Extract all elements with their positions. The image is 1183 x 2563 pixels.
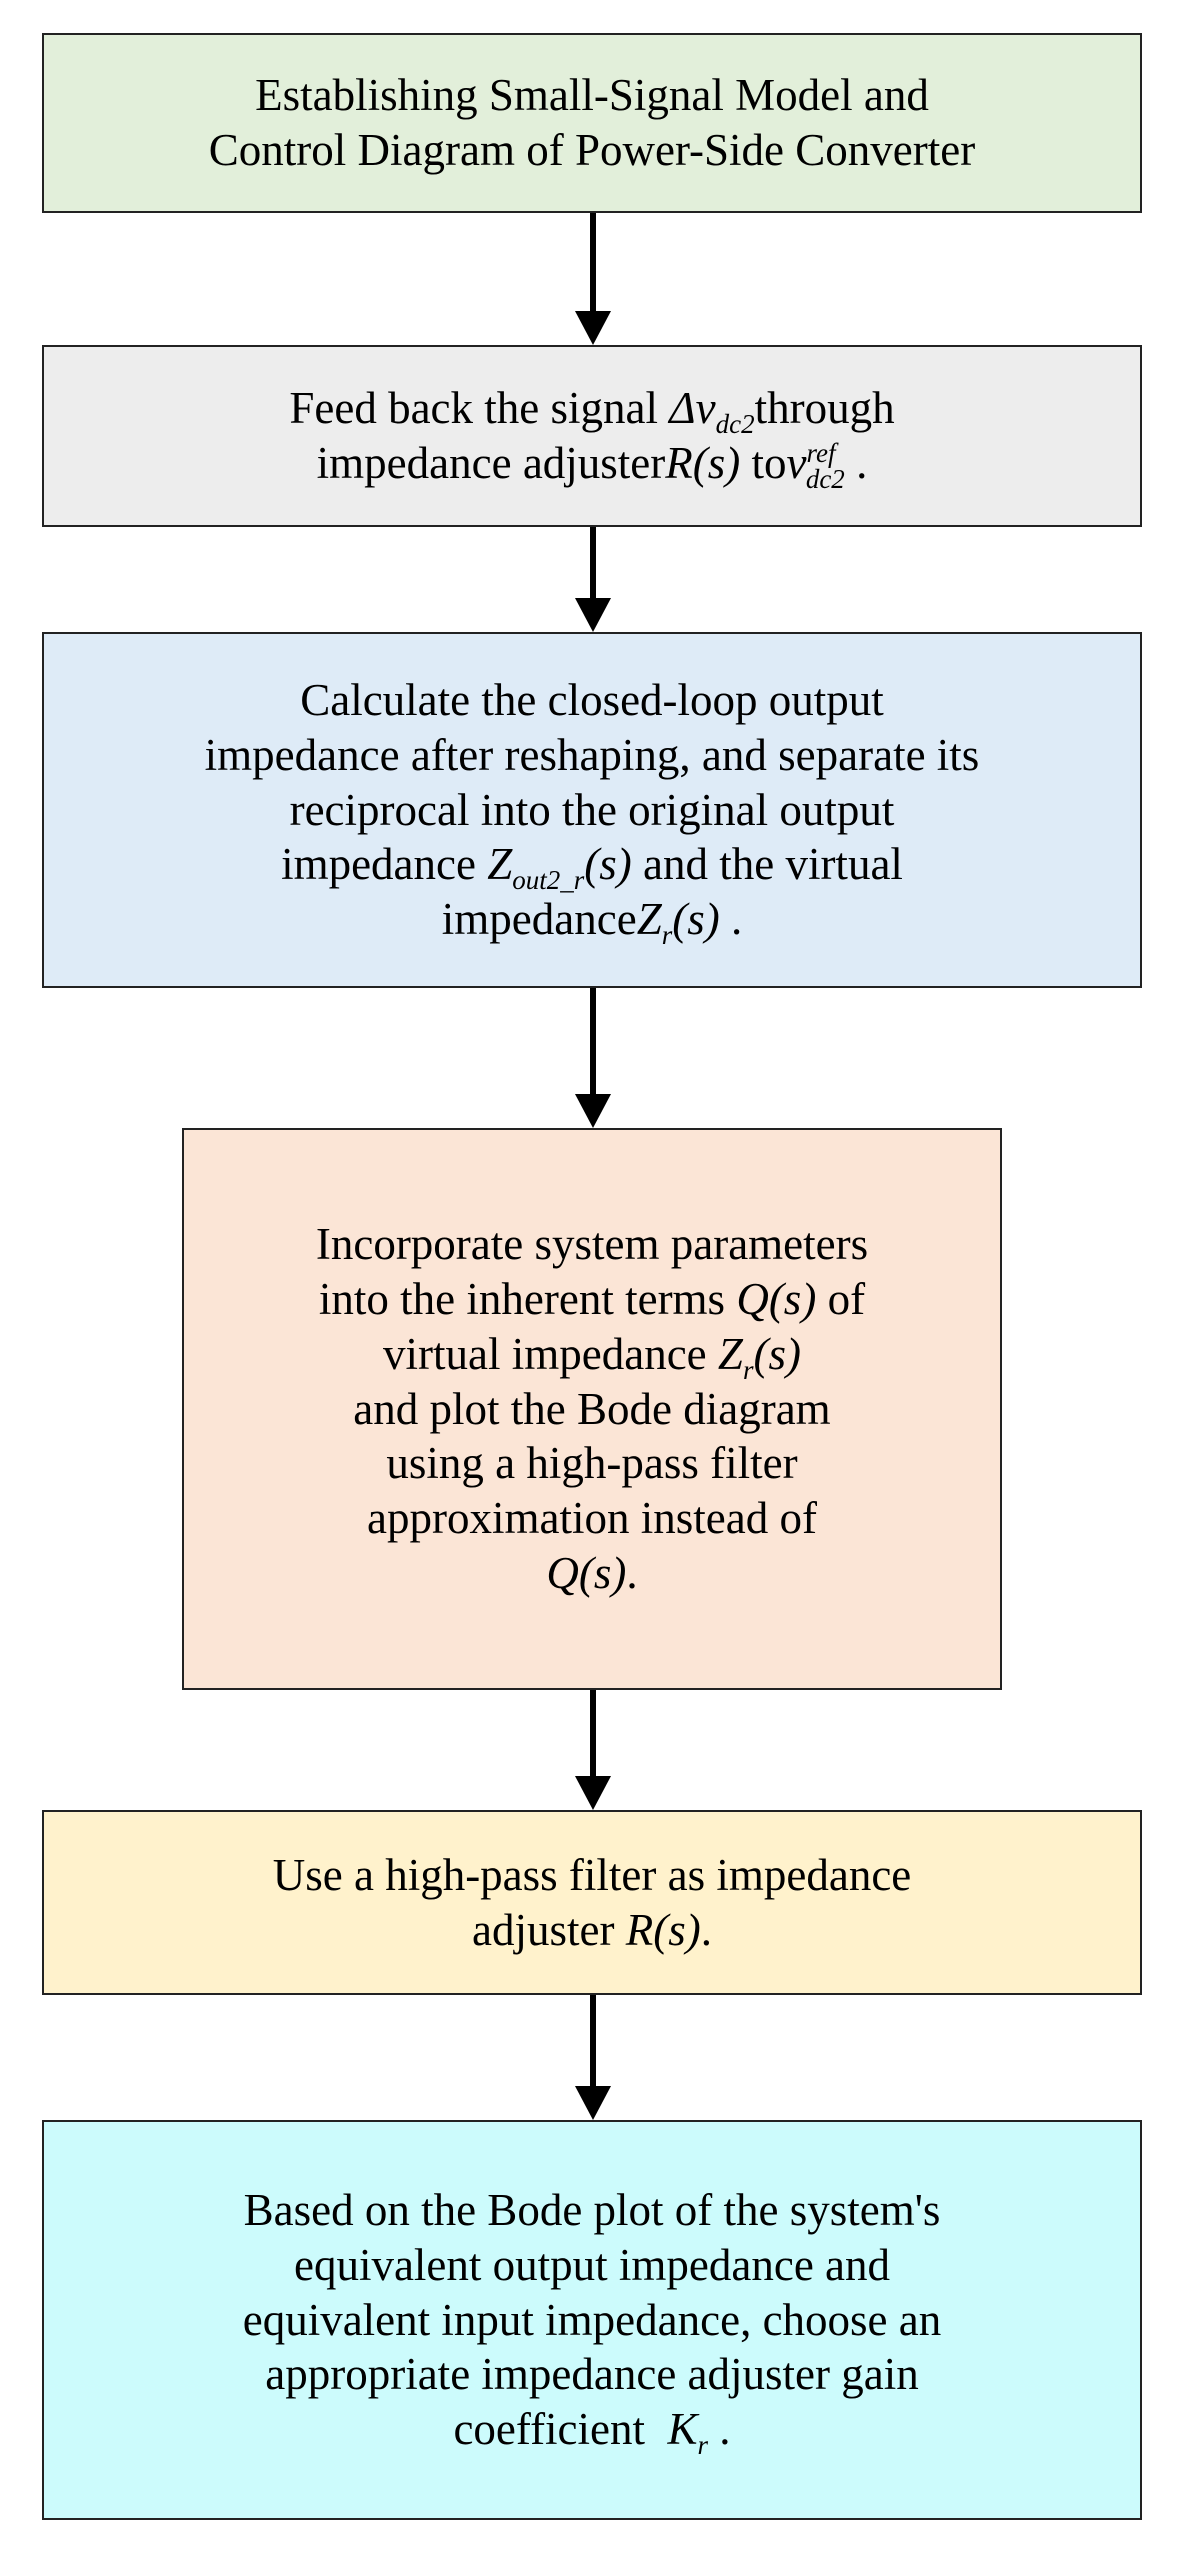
step-4-line-7: Q(s). <box>546 1548 638 1599</box>
step-2-line-2: impedance adjusterR(s) tovrefdc2 . <box>316 438 868 494</box>
R-s: R(s) <box>665 438 741 488</box>
R-s-2: R(s) <box>625 1904 701 1955</box>
step-1-line-1: Establishing Small-Signal Model and <box>255 70 929 121</box>
Q-s: Q(s) <box>736 1273 817 1324</box>
step-4-line-1: Incorporate system parameters <box>315 1218 869 1269</box>
arrow-2-3 <box>575 527 611 632</box>
step-4-line-6: approximation instead of <box>367 1493 817 1544</box>
Z-r-2: Zr(s) <box>717 1328 801 1385</box>
step-6-line-1: Based on the Bode plot of the system's <box>243 2184 941 2235</box>
K-r: Kr <box>667 2404 709 2461</box>
arrow-3-4 <box>575 988 611 1128</box>
step-3-box: Calculate the closed-loop output impedan… <box>42 632 1142 988</box>
Q-s-2: Q(s) <box>546 1548 627 1599</box>
arrow-4-5 <box>575 1690 611 1810</box>
step-2-line-1: Feed back the signal Δvdc2through <box>289 383 895 440</box>
step-2-box: Feed back the signal Δvdc2through impeda… <box>42 345 1142 527</box>
step-4-box: Incorporate system parameters into the i… <box>182 1128 1002 1690</box>
step-1-box: Establishing Small-Signal Model and Cont… <box>42 33 1142 213</box>
step-4-line-2: into the inherent terms Q(s) of <box>318 1273 866 1324</box>
arrow-5-6 <box>575 1995 611 2120</box>
step-3-line-5: impedanceZr(s) . <box>441 894 743 951</box>
step-4-line-4: and plot the Bode diagram <box>353 1383 831 1434</box>
step-6-line-3: equivalent input impedance, choose an <box>242 2294 942 2345</box>
step-3-line-1: Calculate the closed-loop output <box>300 674 884 725</box>
step-4-line-5: using a high-pass filter <box>386 1438 798 1489</box>
Z-r: Zr(s) <box>636 894 720 951</box>
step-4-line-3: virtual impedance Zr(s) <box>383 1328 801 1385</box>
v-dc2-ref: vrefdc2 <box>786 438 845 494</box>
Z-out2-r: Zout2_r(s) <box>487 839 632 896</box>
step-1-line-2: Control Diagram of Power-Side Converter <box>208 125 976 175</box>
delta-v-dc2: Δvdc2 <box>669 383 755 440</box>
step-3-line-3: reciprocal into the original output <box>289 784 895 835</box>
step-5-box: Use a high-pass filter as impedance adju… <box>42 1810 1142 1995</box>
step-3-line-2: impedance after reshaping, and separate … <box>204 729 980 780</box>
step-5-line-2: adjuster R(s). <box>472 1904 712 1955</box>
arrow-1-2 <box>575 213 611 345</box>
step-6-line-4: appropriate impedance adjuster gain <box>265 2349 919 2400</box>
step-6-box: Based on the Bode plot of the system's e… <box>42 2120 1142 2520</box>
step-5-line-1: Use a high-pass filter as impedance <box>272 1849 912 1900</box>
step-6-line-2: equivalent output impedance and <box>293 2239 891 2290</box>
step-6-line-5: coefficient Kr . <box>453 2404 731 2461</box>
step-3-line-4: impedance Zout2_r(s) and the virtual <box>281 839 903 896</box>
